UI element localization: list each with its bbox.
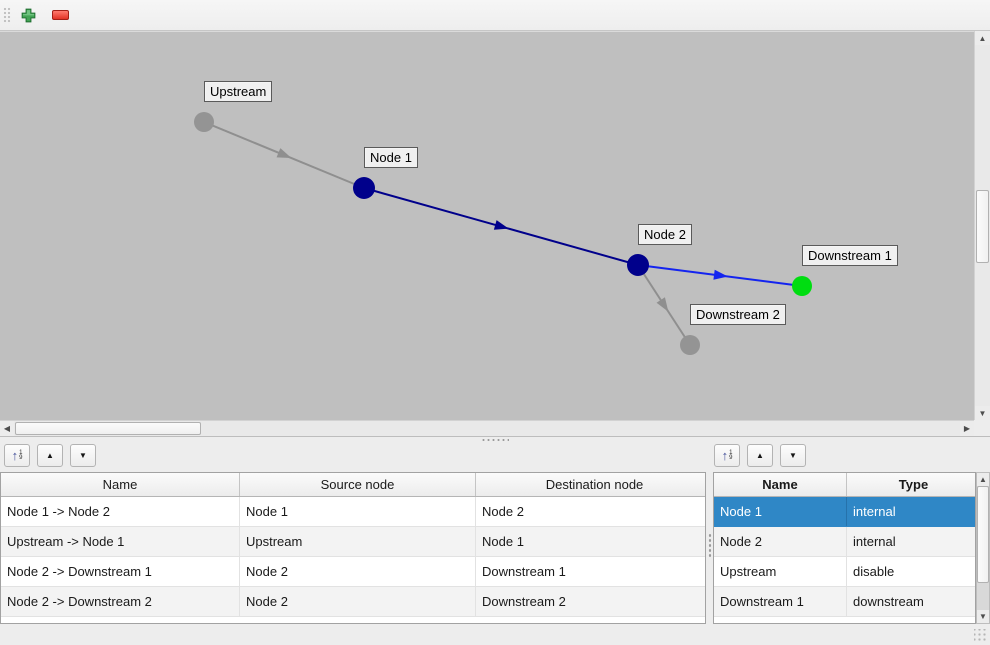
sort-ascending-icon: ↑ 1 9: [11, 447, 23, 463]
horizontal-scroll-thumb[interactable]: [15, 422, 201, 435]
cell: downstream: [846, 586, 975, 617]
cell: Node 2 -> Downstream 2: [1, 586, 240, 617]
scroll-left-icon[interactable]: ◀: [0, 421, 14, 436]
nodes-table-scrollbar[interactable]: ▲ ▼: [976, 472, 990, 624]
window-resize-grip[interactable]: [974, 629, 987, 642]
cell: Upstream: [239, 526, 476, 557]
cell: internal: [846, 496, 975, 527]
toolbar-drag-grip[interactable]: [3, 7, 11, 24]
splitter-grip-icon: [707, 533, 712, 559]
plus-icon: [21, 8, 35, 22]
column-header[interactable]: Destination node: [475, 473, 705, 497]
graph-node[interactable]: [194, 112, 214, 132]
cell: internal: [846, 526, 975, 557]
node-label[interactable]: Node 1: [364, 147, 418, 168]
minus-icon: [51, 10, 69, 20]
canvas-horizontal-scrollbar[interactable]: ◀ ▶: [0, 420, 974, 436]
down-triangle-icon: ▼: [789, 450, 797, 460]
cell: Downstream 1: [714, 586, 847, 617]
scroll-down-icon[interactable]: ▼: [975, 406, 990, 420]
edges-move-down-button[interactable]: ▼: [70, 444, 96, 467]
scroll-down-icon[interactable]: ▼: [977, 610, 989, 623]
down-triangle-icon: ▼: [79, 450, 87, 460]
column-header[interactable]: Name: [714, 473, 847, 497]
graph-node[interactable]: [680, 335, 700, 355]
node-label[interactable]: Downstream 2: [690, 304, 786, 325]
column-header[interactable]: Source node: [239, 473, 476, 497]
edge-arrow-icon: [276, 148, 292, 159]
cell: Node 2: [475, 496, 705, 527]
cell: Node 1: [714, 496, 847, 527]
cell: Upstream -> Node 1: [1, 526, 240, 557]
cell: Node 2: [239, 556, 476, 587]
nodes-sort-button[interactable]: ↑ 1 9: [714, 444, 740, 467]
cell: disable: [846, 556, 975, 587]
status-bar: [0, 625, 990, 645]
up-triangle-icon: ▲: [756, 450, 764, 460]
splitter-grip-icon: [481, 438, 509, 442]
column-header[interactable]: Name: [1, 473, 240, 497]
cell: Node 2: [239, 586, 476, 617]
cell: Downstream 2: [475, 586, 705, 617]
scroll-up-icon[interactable]: ▲: [975, 31, 990, 45]
vertical-splitter[interactable]: [706, 441, 713, 625]
cell: Node 1: [475, 526, 705, 557]
edge-arrow-icon: [656, 297, 669, 312]
cell: Node 1: [239, 496, 476, 527]
node-label[interactable]: Downstream 1: [802, 245, 898, 266]
node-label[interactable]: Upstream: [204, 81, 273, 102]
scroll-right-icon[interactable]: ▶: [960, 421, 974, 436]
horizontal-splitter[interactable]: [0, 436, 990, 442]
graph-svg: [194, 112, 812, 355]
edge-arrow-icon: [713, 269, 728, 280]
canvas-vertical-scrollbar[interactable]: ▲ ▼: [974, 31, 990, 420]
sort-ascending-icon: ↑ 1 9: [721, 447, 733, 463]
column-header[interactable]: Type: [846, 473, 975, 497]
empty-row: [1, 616, 705, 623]
edges-move-up-button[interactable]: ▲: [37, 444, 63, 467]
graph-node[interactable]: [353, 177, 375, 199]
remove-button[interactable]: [48, 3, 72, 27]
nodes-move-up-button[interactable]: ▲: [747, 444, 773, 467]
edge-arrow-icon: [493, 220, 509, 230]
cell: Upstream: [714, 556, 847, 587]
add-button[interactable]: [16, 3, 40, 27]
edges-sort-button[interactable]: ↑ 1 9: [4, 444, 30, 467]
vertical-scroll-thumb[interactable]: [976, 190, 989, 263]
node-label[interactable]: Node 2: [638, 224, 692, 245]
cell: Node 2: [714, 526, 847, 557]
graph-node[interactable]: [792, 276, 812, 296]
cell: Node 2 -> Downstream 1: [1, 556, 240, 587]
cell: Downstream 1: [475, 556, 705, 587]
nodes-move-down-button[interactable]: ▼: [780, 444, 806, 467]
graph-node[interactable]: [627, 254, 649, 276]
nodes-scroll-thumb[interactable]: [977, 486, 989, 583]
up-triangle-icon: ▲: [46, 450, 54, 460]
cell: Node 1 -> Node 2: [1, 496, 240, 527]
empty-row: [714, 616, 975, 623]
scroll-up-icon[interactable]: ▲: [977, 473, 989, 486]
main-toolbar: [0, 0, 990, 31]
